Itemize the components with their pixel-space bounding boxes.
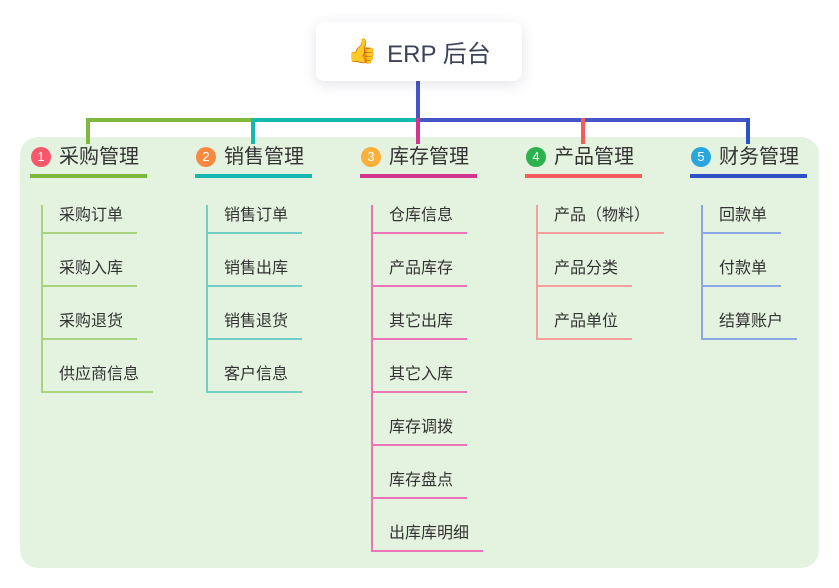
child-node-label[interactable]: 仓库信息	[373, 205, 468, 234]
child-node-label[interactable]: 销售出库	[208, 258, 303, 287]
branch-title[interactable]: 1 采购管理	[30, 145, 147, 178]
branch-children: 销售订单销售出库销售退货客户信息	[206, 205, 355, 393]
branch-title-label: 采购管理	[59, 146, 139, 168]
child-node: 产品单位	[538, 311, 685, 340]
branch-column: 4 产品管理产品（物料） 产品分类产品单位	[525, 145, 685, 340]
root-node[interactable]: 👍 ERP 后台	[316, 22, 522, 81]
branch-title[interactable]: 2 销售管理	[195, 145, 312, 178]
connector-drop	[86, 118, 90, 144]
child-node-label[interactable]: 出库库明细	[373, 523, 484, 552]
branch-number-badge: 4	[526, 147, 546, 167]
child-node-label[interactable]: 产品（物料）	[538, 205, 665, 234]
child-node: 其它入库	[373, 364, 520, 393]
branch-column: 2 销售管理销售订单销售出库销售退货客户信息	[195, 145, 355, 393]
child-node-label[interactable]: 产品分类	[538, 258, 633, 287]
mindmap-card	[20, 137, 819, 568]
child-node: 其它出库	[373, 311, 520, 340]
connector-drop	[416, 118, 420, 144]
child-node: 产品库存	[373, 258, 520, 287]
branch-number-badge: 2	[196, 147, 216, 167]
child-node: 结算账户	[703, 311, 839, 340]
child-node: 供应商信息	[43, 364, 190, 393]
child-node-label[interactable]: 库存调拨	[373, 417, 468, 446]
child-node-label[interactable]: 结算账户	[703, 311, 798, 340]
child-node: 客户信息	[208, 364, 355, 393]
branch-number-badge: 5	[691, 147, 711, 167]
branch-title[interactable]: 3 库存管理	[360, 145, 477, 178]
child-node-label[interactable]: 采购退货	[43, 311, 138, 340]
connector-drop	[746, 118, 750, 144]
branch-children: 回款单付款单结算账户	[701, 205, 839, 340]
child-node: 销售订单	[208, 205, 355, 234]
connector-bus-segment	[86, 118, 255, 122]
branch-title[interactable]: 4 产品管理	[525, 145, 642, 178]
connector-bus-segment	[255, 118, 418, 122]
child-node: 采购订单	[43, 205, 190, 234]
child-node: 付款单	[703, 258, 839, 287]
child-node: 采购退货	[43, 311, 190, 340]
child-node-label[interactable]: 库存盘点	[373, 470, 468, 499]
child-node-label[interactable]: 其它入库	[373, 364, 468, 393]
child-node: 产品分类	[538, 258, 685, 287]
branch-children: 产品（物料） 产品分类产品单位	[536, 205, 685, 340]
connector-root-drop	[416, 81, 420, 120]
branch-column: 3 库存管理仓库信息产品库存其它出库其它入库库存调拨库存盘点出库库明细	[360, 145, 520, 552]
child-node: 库存盘点	[373, 470, 520, 499]
branch-title-label: 财务管理	[719, 146, 799, 168]
child-node: 销售出库	[208, 258, 355, 287]
child-node-label[interactable]: 采购入库	[43, 258, 138, 287]
child-node-label[interactable]: 产品单位	[538, 311, 633, 340]
child-node: 出库库明细	[373, 523, 520, 552]
child-node: 产品（物料）	[538, 205, 685, 234]
child-node-label[interactable]: 供应商信息	[43, 364, 154, 393]
branch-title[interactable]: 5 财务管理	[690, 145, 807, 178]
root-title: ERP 后台	[387, 41, 491, 68]
child-node: 采购入库	[43, 258, 190, 287]
connector-drop	[251, 118, 255, 144]
branch-children: 仓库信息产品库存其它出库其它入库库存调拨库存盘点出库库明细	[371, 205, 520, 552]
child-node: 回款单	[703, 205, 839, 234]
child-node: 仓库信息	[373, 205, 520, 234]
child-node-label[interactable]: 其它出库	[373, 311, 468, 340]
branch-title-label: 产品管理	[554, 146, 634, 168]
child-node: 库存调拨	[373, 417, 520, 446]
branch-children: 采购订单采购入库采购退货供应商信息	[41, 205, 190, 393]
branch-number-badge: 3	[361, 147, 381, 167]
child-node-label[interactable]: 回款单	[703, 205, 782, 234]
branch-title-label: 销售管理	[224, 146, 304, 168]
child-node-label[interactable]: 销售退货	[208, 311, 303, 340]
connector-drop	[581, 118, 585, 144]
child-node-label[interactable]: 销售订单	[208, 205, 303, 234]
branch-title-label: 库存管理	[389, 146, 469, 168]
child-node-label[interactable]: 付款单	[703, 258, 782, 287]
child-node-label[interactable]: 采购订单	[43, 205, 138, 234]
branch-column: 1 采购管理采购订单采购入库采购退货供应商信息	[30, 145, 190, 393]
branch-column: 5 财务管理回款单付款单结算账户	[690, 145, 839, 340]
branch-number-badge: 1	[31, 147, 51, 167]
thumbs-up-icon: 👍	[347, 38, 378, 65]
child-node-label[interactable]: 产品库存	[373, 258, 468, 287]
child-node: 销售退货	[208, 311, 355, 340]
child-node-label[interactable]: 客户信息	[208, 364, 303, 393]
